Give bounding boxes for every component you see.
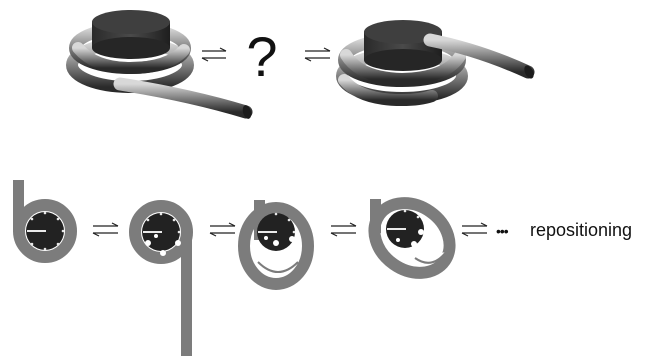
equilibrium-arrow-top-left xyxy=(201,47,227,62)
right-coil-3d xyxy=(336,20,535,107)
repositioning-label: repositioning xyxy=(530,220,632,240)
equilibrium-arrow-2 xyxy=(209,222,236,237)
state-1 xyxy=(13,180,77,263)
equilibrium-arrow-4 xyxy=(461,222,488,237)
equilibrium-arrow-1 xyxy=(92,222,119,237)
continuation-dots: ••• xyxy=(496,223,509,239)
state-4 xyxy=(368,197,456,279)
left-coil-3d xyxy=(66,10,253,119)
equilibrium-arrow-3 xyxy=(330,222,357,237)
equilibrium-arrow-top-right xyxy=(304,47,331,62)
state-3 xyxy=(238,200,314,290)
tick-markers xyxy=(30,211,65,251)
question-mark: ? xyxy=(246,25,277,88)
white-markers xyxy=(145,234,181,256)
state-2 xyxy=(129,200,193,356)
